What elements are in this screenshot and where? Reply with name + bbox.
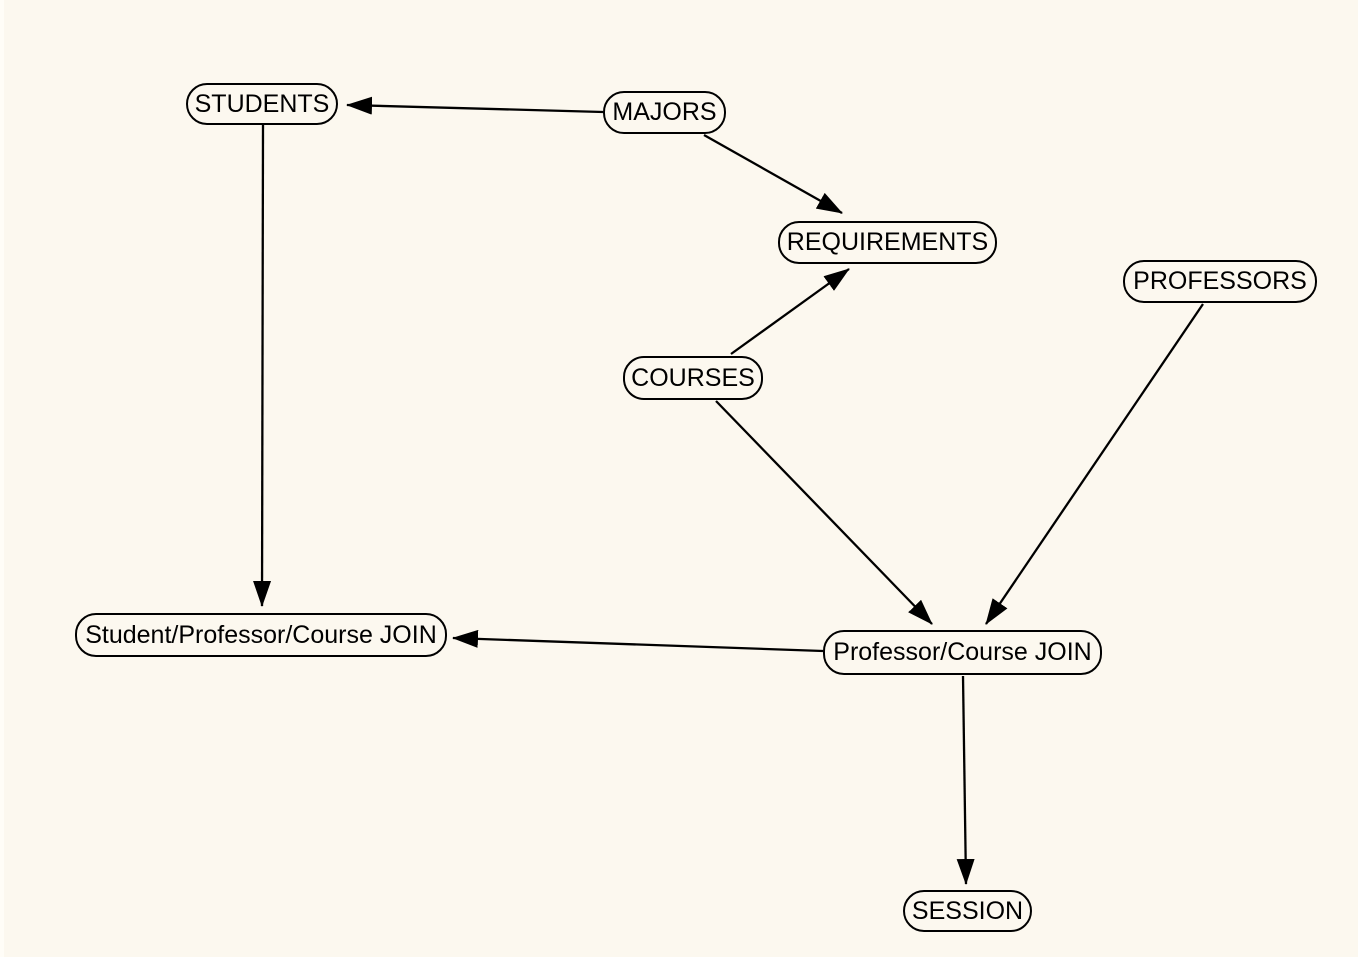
node-session-label: SESSION	[911, 896, 1024, 925]
node-student-professor-course-join[interactable]: Student/Professor/Course JOIN	[75, 613, 447, 657]
node-professor-course-join[interactable]: Professor/Course JOIN	[823, 630, 1102, 675]
node-requirements-label: REQUIREMENTS	[786, 228, 989, 256]
node-professors-label: PROFESSORS	[1133, 267, 1307, 295]
edge-professor-course-join-session	[956, 675, 975, 885]
node-students-label: STUDENTS	[194, 89, 330, 118]
edge-students-student-professor-course-join	[253, 124, 272, 607]
edge-professors-professor-course-join	[985, 303, 1204, 625]
node-student-professor-course-join-label: Student/Professor/Course JOIN	[85, 620, 437, 649]
node-majors-label: MAJORS	[612, 98, 717, 126]
window-edge-strip	[0, 0, 4, 957]
node-professors[interactable]: PROFESSORS	[1123, 260, 1317, 303]
node-courses-label: COURSES	[631, 363, 755, 392]
node-professor-course-join-label: Professor/Course JOIN	[833, 638, 1092, 666]
edge-majors-students	[346, 96, 604, 115]
node-requirements[interactable]: REQUIREMENTS	[778, 221, 997, 264]
node-majors[interactable]: MAJORS	[603, 91, 726, 134]
edge-courses-professor-course-join	[715, 400, 933, 625]
node-session[interactable]: SESSION	[903, 890, 1032, 932]
node-courses[interactable]: COURSES	[623, 356, 763, 400]
node-students[interactable]: STUDENTS	[186, 83, 338, 125]
edge-professor-course-join-student-professor-course-join	[452, 629, 824, 653]
edge-courses-requirements	[730, 268, 850, 355]
edge-majors-requirements	[703, 133, 843, 215]
